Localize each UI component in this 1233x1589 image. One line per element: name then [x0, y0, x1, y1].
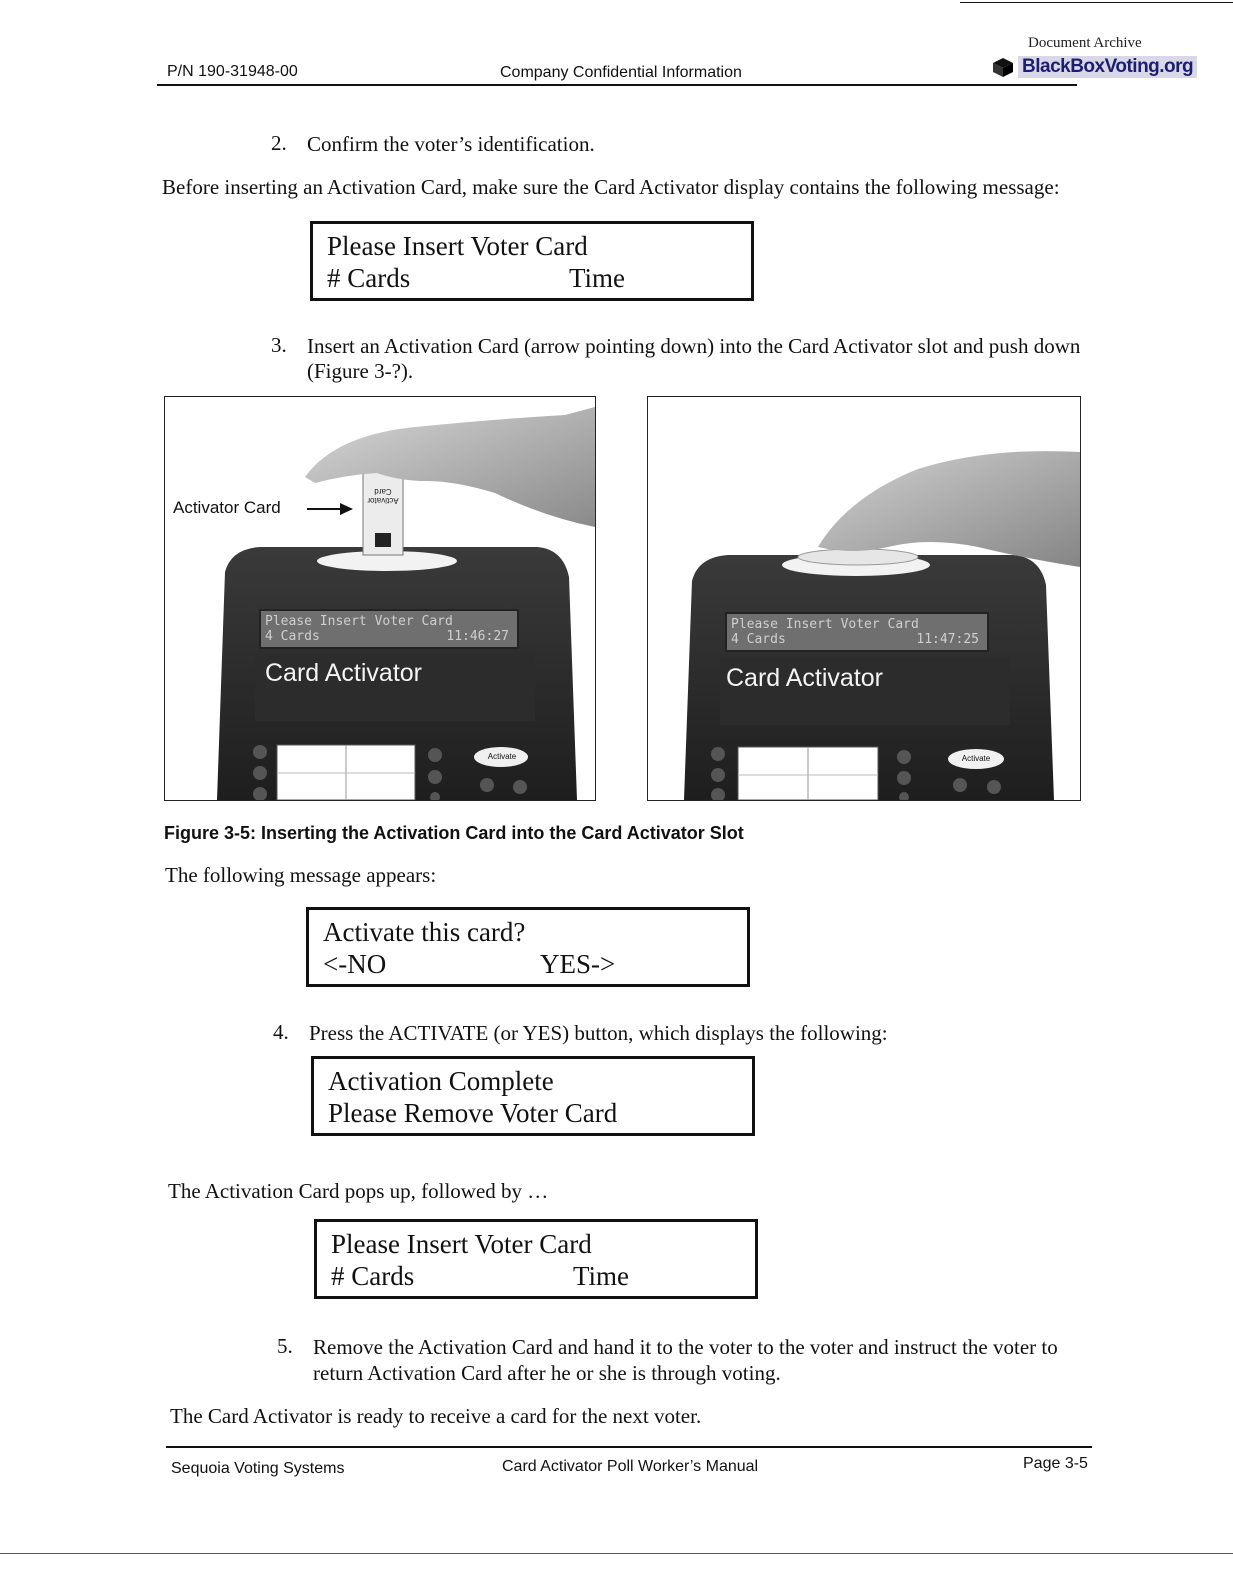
- display-message-insert-card: Please Insert Voter Card # Cards Time: [310, 221, 754, 301]
- activate-button: [474, 747, 528, 767]
- display-line-2-right: YES->: [540, 949, 616, 979]
- activator-card-pushed: [797, 548, 919, 566]
- footer-rule: [166, 1446, 1092, 1448]
- step-2-number: 2.: [271, 131, 287, 155]
- key-7: [428, 770, 442, 784]
- lcd-line-2-left: 4 Cards: [265, 629, 320, 644]
- key-8: [430, 792, 440, 800]
- footer-manual-title: Card Activator Poll Worker’s Manual: [502, 1458, 759, 1475]
- arrow-head-icon: [340, 503, 353, 515]
- lcd-line-2-right: 11:47:25: [916, 632, 979, 647]
- figure-caption: Figure 3-5: Inserting the Activation Car…: [164, 823, 744, 843]
- step-3-line-2: (Figure 3-?).: [307, 359, 414, 383]
- top-edge-rule: [960, 2, 1233, 3]
- device-label: Card Activator: [726, 664, 884, 692]
- confidential-notice: Company Confidential Information: [500, 64, 742, 81]
- step-4-number: 4.: [273, 1020, 289, 1044]
- up-arrow-key: [953, 778, 967, 792]
- card-arrow-mark: [375, 533, 391, 547]
- key-6: [897, 750, 911, 764]
- card-printed-text: Activator Card: [367, 487, 399, 505]
- device-label-panel: [255, 653, 535, 721]
- device-label-panel: [720, 657, 1010, 725]
- step-3-number: 3.: [271, 333, 287, 357]
- key-8: [899, 792, 909, 800]
- yes-key: [987, 780, 1001, 794]
- display-line-1: Please Insert Voter Card: [327, 231, 588, 261]
- part-number: P/N 190-31948-00: [167, 63, 298, 80]
- activator-card-label: Activator Card: [173, 498, 281, 517]
- figure-pushing-card: Please Insert Voter Card 4 Cards 11:47:2…: [647, 396, 1081, 801]
- display-line-2-left: Please Remove Voter Card: [328, 1098, 618, 1128]
- lcd-screen: [259, 609, 519, 649]
- activate-button-label: Activate: [961, 754, 991, 763]
- display-message-activate: Activate this card? <-NO YES->: [306, 907, 750, 987]
- display-line-1: Activation Complete: [328, 1066, 554, 1096]
- display-line-2-right: Time: [573, 1261, 630, 1291]
- step-3-line-1: Insert an Activation Card (arrow pointin…: [307, 334, 1081, 358]
- key-7: [897, 771, 911, 785]
- lcd-line-2-right: 11:46:27: [446, 629, 509, 644]
- pops-up-paragraph: The Activation Card pops up, followed by…: [168, 1179, 549, 1203]
- activate-button: [948, 749, 1004, 769]
- lcd-screen: [725, 612, 989, 652]
- key-2: [711, 768, 725, 782]
- lcd-screen-text: Please Insert Voter Card 4 Cards 11:47:2…: [731, 617, 983, 647]
- archive-logo-text: BlackBoxVoting.org: [1018, 56, 1198, 78]
- scan-bottom-edge: [0, 1553, 1233, 1554]
- footer-company: Sequoia Voting Systems: [171, 1460, 345, 1477]
- key-1: [253, 745, 267, 759]
- step-4-text: Press the ACTIVATE (or YES) button, whic…: [309, 1021, 888, 1045]
- activate-button-label: Activate: [487, 752, 517, 761]
- lcd-line-1: Please Insert Voter Card: [731, 617, 919, 632]
- display-message-complete: Activation Complete Please Remove Voter …: [311, 1056, 755, 1136]
- following-message-paragraph: The following message appears:: [165, 863, 437, 887]
- hand-illustration: [305, 407, 595, 527]
- key-3: [711, 788, 725, 800]
- key-2: [253, 766, 267, 780]
- key-1: [711, 747, 725, 761]
- up-arrow-key: [480, 778, 494, 792]
- display-line-2-left: # Cards: [327, 263, 411, 293]
- step-5-number: 5.: [277, 1334, 293, 1358]
- hand-illustration: [818, 451, 1080, 567]
- lcd-screen-text: Please Insert Voter Card 4 Cards 11:46:2…: [265, 614, 513, 644]
- device-label: Card Activator: [265, 659, 423, 687]
- before-insert-paragraph: Before inserting an Activation Card, mak…: [162, 175, 1060, 199]
- step-2-text: Confirm the voter’s identification.: [307, 132, 595, 156]
- display-line-2-right: Time: [569, 263, 626, 293]
- display-line-1: Activate this card?: [323, 917, 526, 947]
- key-3: [253, 787, 267, 800]
- display-message-insert-card-again: Please Insert Voter Card # Cards Time: [314, 1219, 758, 1299]
- lcd-line-2-left: 4 Cards: [731, 632, 786, 647]
- footer-page-number: Page 3-5: [1023, 1455, 1088, 1472]
- display-line-2-left: <-NO: [323, 949, 387, 979]
- archive-logo: BlackBoxVoting.org: [992, 56, 1198, 78]
- figure-inserting-card: Activator Card Activator Card Please Ins…: [164, 396, 596, 801]
- ready-paragraph: The Card Activator is ready to receive a…: [170, 1404, 702, 1428]
- display-line-1: Please Insert Voter Card: [331, 1229, 592, 1259]
- header-rule: [157, 84, 1077, 86]
- key-6: [428, 748, 442, 762]
- step-5-line-2: return Activation Card after he or she i…: [313, 1361, 781, 1385]
- ballot-box-icon: [993, 58, 1013, 77]
- step-5-line-1: Remove the Activation Card and hand it t…: [313, 1335, 1058, 1359]
- archive-label: Document Archive: [1028, 35, 1142, 51]
- card-slot: [317, 551, 457, 571]
- display-line-2-left: # Cards: [331, 1261, 415, 1291]
- yes-key: [513, 780, 527, 794]
- lcd-line-1: Please Insert Voter Card: [265, 614, 453, 629]
